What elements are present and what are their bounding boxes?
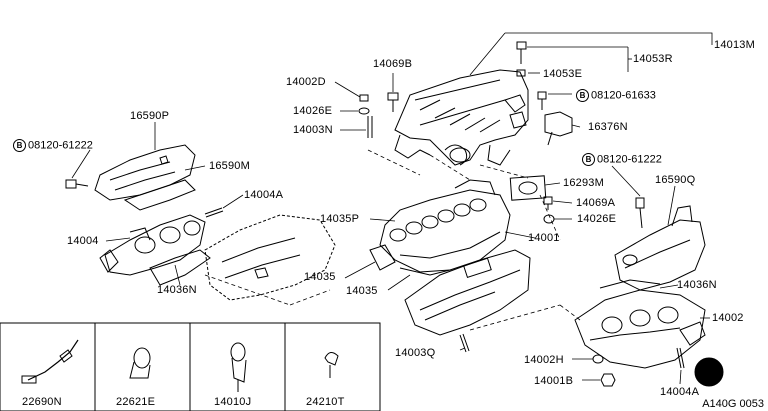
callout-14013M: 14013M (714, 39, 755, 51)
bolt-symbol-icon: B (13, 139, 26, 152)
callout-14053E: 14053E (543, 68, 583, 80)
bolt-14069B (387, 92, 399, 112)
callout-14004A-right: 14004A (660, 386, 700, 398)
callout-14035-b: 14035 (346, 285, 378, 297)
cylinder-head-right (404, 249, 531, 336)
gasket-16293M (509, 175, 547, 201)
exhaust-manifold-right (574, 279, 706, 369)
inset-label-22690N: 22690N (22, 396, 62, 408)
nut-14002H (592, 354, 604, 364)
nut-14001B (600, 373, 616, 387)
diagram-code: A140G 0053 (702, 398, 764, 410)
bolt-symbol-icon: B (576, 89, 589, 102)
callout-14036N-right: 14036N (677, 279, 717, 291)
callout-16590P: 16590P (130, 110, 170, 122)
leader-lines (71, 32, 713, 385)
cylinder-head-left (204, 214, 336, 301)
callout-14035-a: 14035 (304, 271, 336, 283)
callout-14004A-left: 14004A (244, 189, 284, 201)
callout-14001: 14001 (528, 232, 560, 244)
callout-14026E-right: 14026E (577, 213, 617, 225)
intake-collector (394, 69, 529, 166)
bolt-14069A (543, 196, 555, 224)
callout-14002H: 14002H (524, 354, 564, 366)
callout-14026E-top: 14026E (293, 105, 333, 117)
stud-14004A-right (676, 347, 685, 369)
bolt-08120-61222-left (65, 179, 89, 189)
bolt-symbol-icon: B (582, 153, 595, 166)
heat-shield-left (94, 144, 196, 211)
inset-label-14010J: 14010J (214, 396, 252, 408)
exhaust-manifold-left (99, 214, 211, 286)
assembly-lines (204, 149, 581, 331)
inset-label-22621E: 22621E (116, 396, 156, 408)
callout-14001B: 14001B (534, 375, 574, 387)
callout-14003Q: 14003Q (395, 347, 436, 359)
inset-box (0, 322, 381, 411)
reference-dot (694, 357, 724, 387)
callout-14002D: 14002D (286, 76, 326, 88)
callout-16376N: 16376N (588, 121, 628, 133)
bolt-08120-61222-right (635, 197, 645, 229)
callout-16590Q: 16590Q (655, 174, 696, 186)
callout-16293M: 16293M (563, 177, 604, 189)
callout-14035P: 14035P (320, 213, 360, 225)
callout-14003N: 14003N (293, 124, 333, 136)
bolt-14053R (516, 41, 527, 77)
callout-14053R: 14053R (633, 53, 673, 65)
callout-14002: 14002 (712, 312, 744, 324)
intake-manifold (369, 179, 511, 276)
part-16376N (537, 91, 573, 146)
callout-14069A: 14069A (576, 197, 616, 209)
inset-label-24210T: 24210T (306, 396, 345, 408)
stud-group-left (358, 94, 373, 138)
callout-14069B: 14069B (373, 58, 413, 70)
callout-16590M: 16590M (209, 160, 250, 172)
stud-14003Q (459, 333, 470, 353)
callout-14036N-left: 14036N (157, 284, 197, 296)
callout-14004: 14004 (67, 235, 99, 247)
heat-shield-right (614, 205, 706, 291)
stud-14004A-left (204, 207, 224, 218)
